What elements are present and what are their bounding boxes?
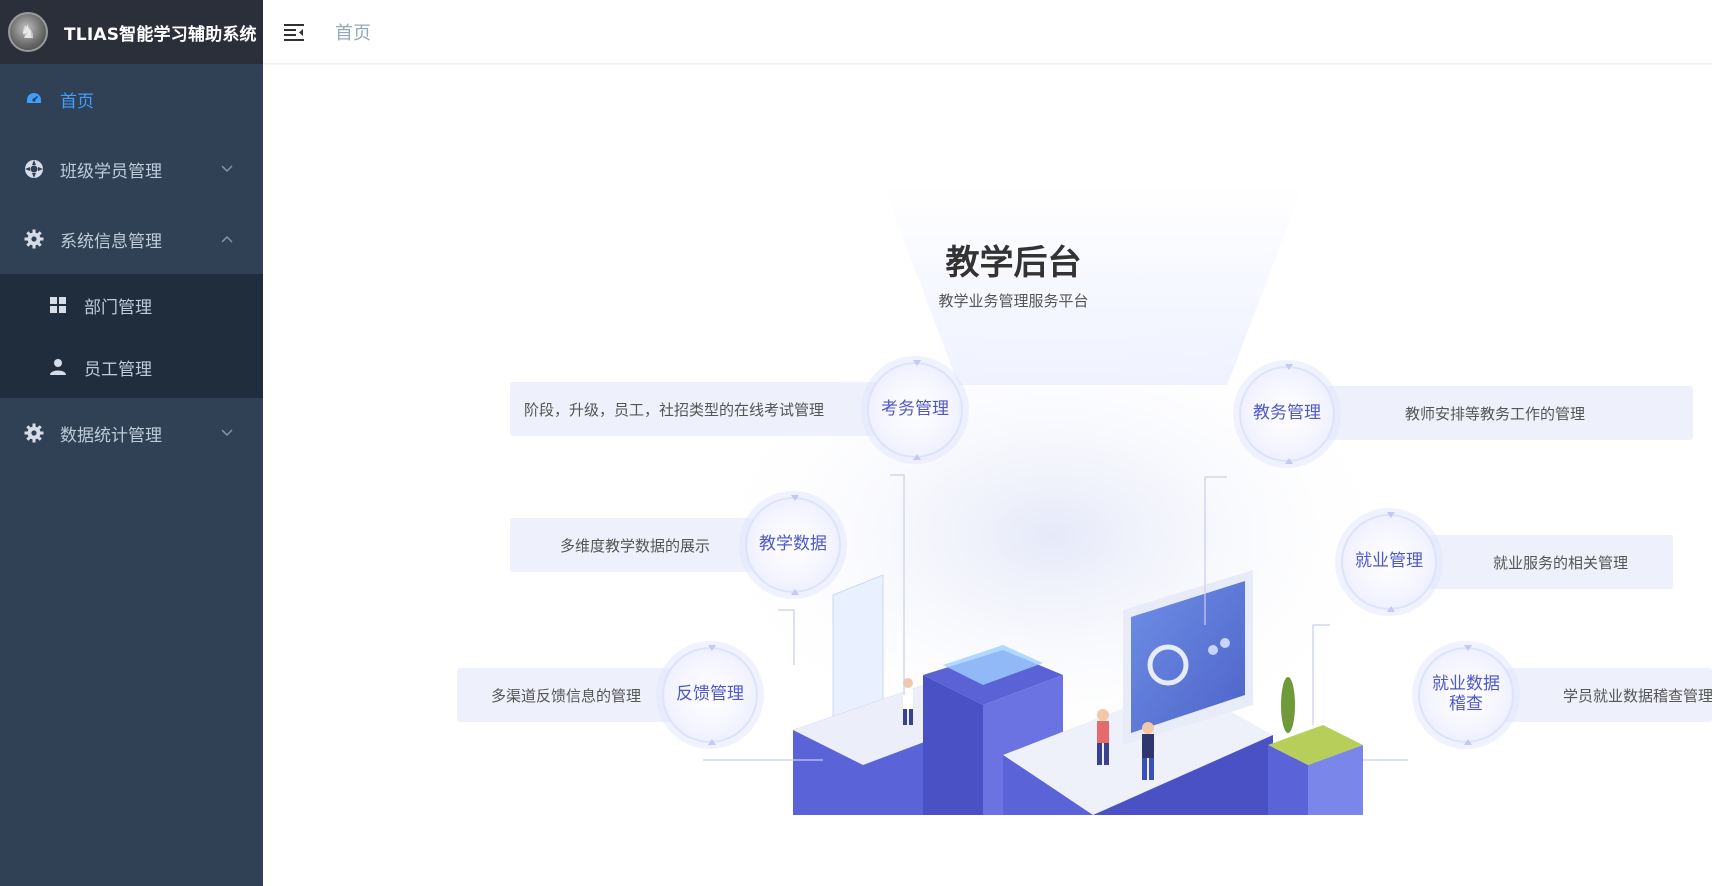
module-name: 就业管理 — [1355, 551, 1423, 572]
sidebar-item-home[interactable]: 首页 — [0, 64, 263, 134]
sidebar-item-statistics[interactable]: 数据统计管理 — [0, 398, 263, 468]
module-desc-exam: 阶段，升级，员工，社招类型的在线考试管理 — [510, 382, 880, 436]
user-icon — [48, 357, 68, 377]
module-name: 反馈管理 — [676, 684, 744, 705]
breadcrumb: 首页 — [335, 22, 371, 44]
module-academic-affairs[interactable]: 教务管理 — [1239, 364, 1335, 464]
gear-icon — [24, 423, 44, 443]
module-name: 教学数据 — [759, 534, 827, 555]
sidebar-item-label: 首页 — [60, 91, 94, 112]
main-content: 教学后台 教学业务管理服务平台 阶段，升级，员工，社招类型的在线考试管理 考务管… — [263, 65, 1712, 886]
submenu-system-info: 部门管理 员工管理 — [0, 274, 263, 398]
module-desc-academic: 教师安排等教务工作的管理 — [1323, 386, 1693, 440]
chevron-down-icon — [219, 425, 235, 441]
module-desc-data: 多维度教学数据的展示 — [510, 518, 760, 572]
module-desc-text: 多渠道反馈信息的管理 — [490, 686, 641, 705]
module-desc-employment: 就业服务的相关管理 — [1423, 535, 1673, 589]
module-desc-text: 就业服务的相关管理 — [1493, 553, 1629, 572]
sidebar-item-label: 员工管理 — [84, 359, 152, 380]
sidebar-item-label: 系统信息管理 — [60, 231, 162, 252]
grid-icon — [48, 295, 68, 315]
brand-bar: ♞ TLIAS智能学习辅助系统 — [0, 0, 263, 64]
module-desc-audit: 学员就业数据稽查管理 — [1503, 668, 1712, 722]
module-feedback-management[interactable]: 反馈管理 — [662, 645, 758, 745]
horse-logo-icon: ♞ — [8, 12, 48, 52]
module-name: 教务管理 — [1253, 403, 1321, 424]
module-desc-text: 阶段，升级，员工，社招类型的在线考试管理 — [524, 400, 825, 419]
module-employment-audit[interactable]: 就业数据稽查 — [1418, 645, 1514, 745]
sidebar-item-employee[interactable]: 员工管理 — [0, 336, 263, 398]
sidebar-item-label: 班级学员管理 — [60, 161, 162, 182]
module-desc-feedback: 多渠道反馈信息的管理 — [457, 668, 675, 722]
hero-subtitle: 教学业务管理服务平台 — [938, 292, 1089, 310]
module-name: 考务管理 — [881, 399, 949, 420]
sidebar-item-department[interactable]: 部门管理 — [0, 274, 263, 336]
sidebar: ♞ TLIAS智能学习辅助系统 首页 班级学员管理 系统信息管理 — [0, 0, 263, 886]
sidebar-item-label: 部门管理 — [84, 297, 152, 318]
module-employment-management[interactable]: 就业管理 — [1341, 512, 1437, 612]
module-exam-management[interactable]: 考务管理 — [867, 360, 963, 460]
chevron-up-icon — [219, 231, 235, 247]
top-navbar: 首页 — [263, 0, 1712, 64]
sidebar-item-system-info[interactable]: 系统信息管理 — [0, 204, 263, 274]
module-teaching-data[interactable]: 教学数据 — [745, 495, 841, 595]
hero-title: 教学后台 — [945, 243, 1082, 283]
module-desc-text: 多维度教学数据的展示 — [559, 536, 710, 555]
menu-fold-icon[interactable] — [283, 21, 305, 43]
gear-icon — [24, 229, 44, 249]
life-ring-icon — [24, 159, 44, 179]
chevron-down-icon — [219, 161, 235, 177]
module-desc-text: 教师安排等教务工作的管理 — [1405, 404, 1586, 423]
module-name: 就业数据稽查 — [1432, 674, 1500, 714]
sidebar-item-class-students[interactable]: 班级学员管理 — [0, 134, 263, 204]
module-desc-text: 学员就业数据稽查管理 — [1563, 686, 1712, 705]
app-title: TLIAS智能学习辅助系统 — [64, 24, 257, 45]
sidebar-item-label: 数据统计管理 — [60, 425, 162, 446]
dashboard-icon — [24, 89, 44, 109]
platform-illustration — [693, 305, 1413, 815]
